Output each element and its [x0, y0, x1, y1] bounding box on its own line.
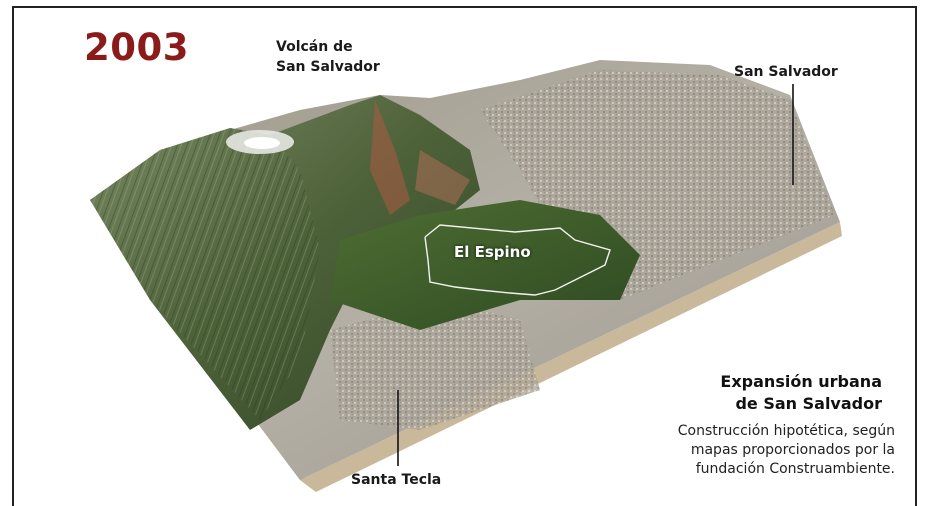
forest-area — [330, 200, 640, 330]
volcano-label-line2: San Salvador — [276, 59, 380, 75]
el-espino-boundary — [424, 224, 611, 296]
volcano-label-line1: Volcán de — [276, 39, 353, 55]
santa-tecla-label: Santa Tecla — [351, 472, 442, 488]
info-caption-line2: mapas proporcionados por la — [690, 442, 895, 458]
info-caption-line1: Construcción hipotética, según — [677, 423, 895, 439]
volcano-label: Volcán de San Salvador — [276, 37, 380, 77]
frame-border-right — [915, 6, 917, 506]
el-espino-label: El Espino — [454, 243, 531, 261]
info-caption: Construcción hipotética, según mapas pro… — [606, 422, 895, 479]
info-title: Expansión urbana de San Salvador — [660, 371, 882, 415]
info-title-line1: Expansión urbana — [720, 372, 882, 391]
volcano-ridges — [90, 128, 320, 420]
lava-flow — [370, 100, 410, 215]
info-caption-line3: fundación Construambiente. — [695, 461, 895, 477]
san-salvador-label: San Salvador — [734, 64, 838, 80]
crater-rim — [244, 137, 280, 149]
frame-border-top — [12, 6, 917, 8]
info-title-line2: de San Salvador — [735, 394, 882, 413]
frame-border-left — [12, 6, 14, 506]
lava-flow-2 — [415, 150, 470, 205]
urban-area-southwest — [330, 300, 540, 430]
year-title: 2003 — [84, 26, 189, 69]
